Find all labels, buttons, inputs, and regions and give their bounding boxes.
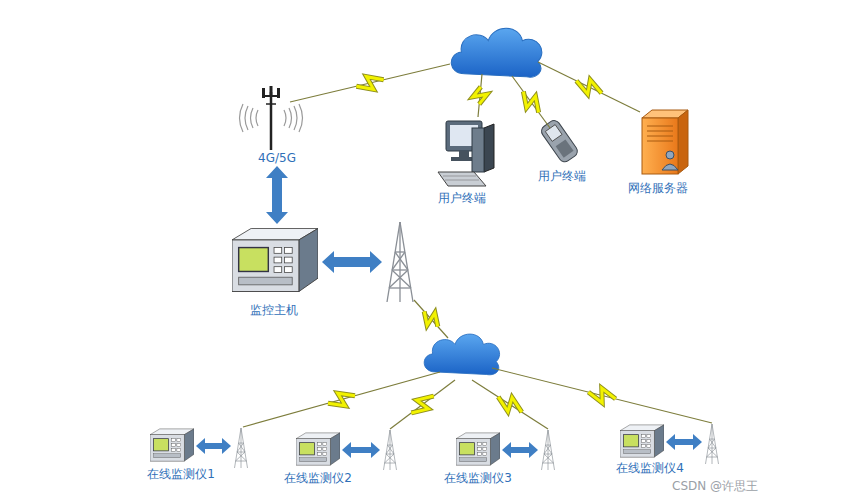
wireless-link <box>492 368 712 423</box>
device-label: 在线监测仪1 <box>147 467 215 482</box>
monitor-node: 在线监测仪4 <box>602 420 698 476</box>
phone-icon <box>539 118 579 164</box>
small-tower <box>706 424 719 464</box>
lightning-bolt <box>411 396 433 413</box>
monitor-node: 在线监测仪3 <box>432 428 524 486</box>
device-label: 在线监测仪3 <box>444 471 512 486</box>
terminal-node: 用户终端 <box>527 116 597 184</box>
monitor-device <box>620 425 664 457</box>
block-arrow <box>666 434 702 450</box>
monitor-device <box>296 433 340 465</box>
host-device <box>232 228 318 291</box>
cell-tower <box>240 86 303 150</box>
lightning-bolt <box>523 92 538 113</box>
watermark: CSDN @许思王 <box>672 479 758 494</box>
lightning-bolt <box>576 80 601 94</box>
device-label: 在线监测仪2 <box>284 471 352 486</box>
wireless-link <box>538 62 640 112</box>
device-label: 监控主机 <box>250 303 298 318</box>
wireless-link <box>472 380 548 429</box>
lightning-bolt <box>576 80 601 94</box>
server-node: 网络服务器 <box>618 106 698 196</box>
lightning-bolt <box>588 388 615 403</box>
lightning-bolt <box>411 396 433 413</box>
device-label: 在线监测仪4 <box>616 461 684 476</box>
host-node: 监控主机 <box>226 224 322 318</box>
lightning-bolt <box>424 311 438 326</box>
lightning-bolt <box>523 92 538 113</box>
lightning-bolt <box>356 77 383 90</box>
tower-node: 4G/5G <box>240 84 314 166</box>
cloud-bottom <box>424 334 499 375</box>
wireless-link <box>512 76 550 128</box>
server-icon <box>642 110 688 174</box>
block-arrow <box>322 251 382 273</box>
device-label: 用户终端 <box>538 169 586 184</box>
lattice-tower <box>387 222 413 302</box>
wireless-link <box>243 372 440 427</box>
device-label: 网络服务器 <box>628 181 688 196</box>
block-arrow <box>342 442 380 458</box>
terminal-node: 用户终端 <box>423 112 501 206</box>
monitor-node: 在线监测仪2 <box>272 428 364 486</box>
small-tower <box>542 430 555 470</box>
lightning-bolt <box>588 388 615 403</box>
lightning-bolt <box>424 311 438 326</box>
lightning-bolt <box>328 393 355 405</box>
pc-icon <box>438 121 494 186</box>
cloud-top <box>451 28 542 77</box>
small-tower <box>235 428 248 468</box>
lightning-bolt <box>473 87 487 104</box>
block-arrow <box>196 438 231 454</box>
lightning-bolt <box>328 393 355 405</box>
small-tower <box>384 430 397 470</box>
wireless-link <box>414 300 448 338</box>
device-label: 4G/5G <box>258 151 296 166</box>
lightning-bolt <box>498 397 522 412</box>
lightning-bolt <box>356 77 383 90</box>
lightning-bolt <box>498 397 522 412</box>
device-label: 用户终端 <box>438 191 486 206</box>
monitor-device <box>456 433 500 465</box>
lightning-bolt <box>473 87 487 104</box>
monitor-device <box>150 429 194 461</box>
block-arrow <box>266 166 288 224</box>
monitor-node: 在线监测仪1 <box>134 424 228 482</box>
wireless-link <box>390 380 455 429</box>
block-arrow <box>502 442 538 458</box>
wireless-link <box>290 64 450 102</box>
